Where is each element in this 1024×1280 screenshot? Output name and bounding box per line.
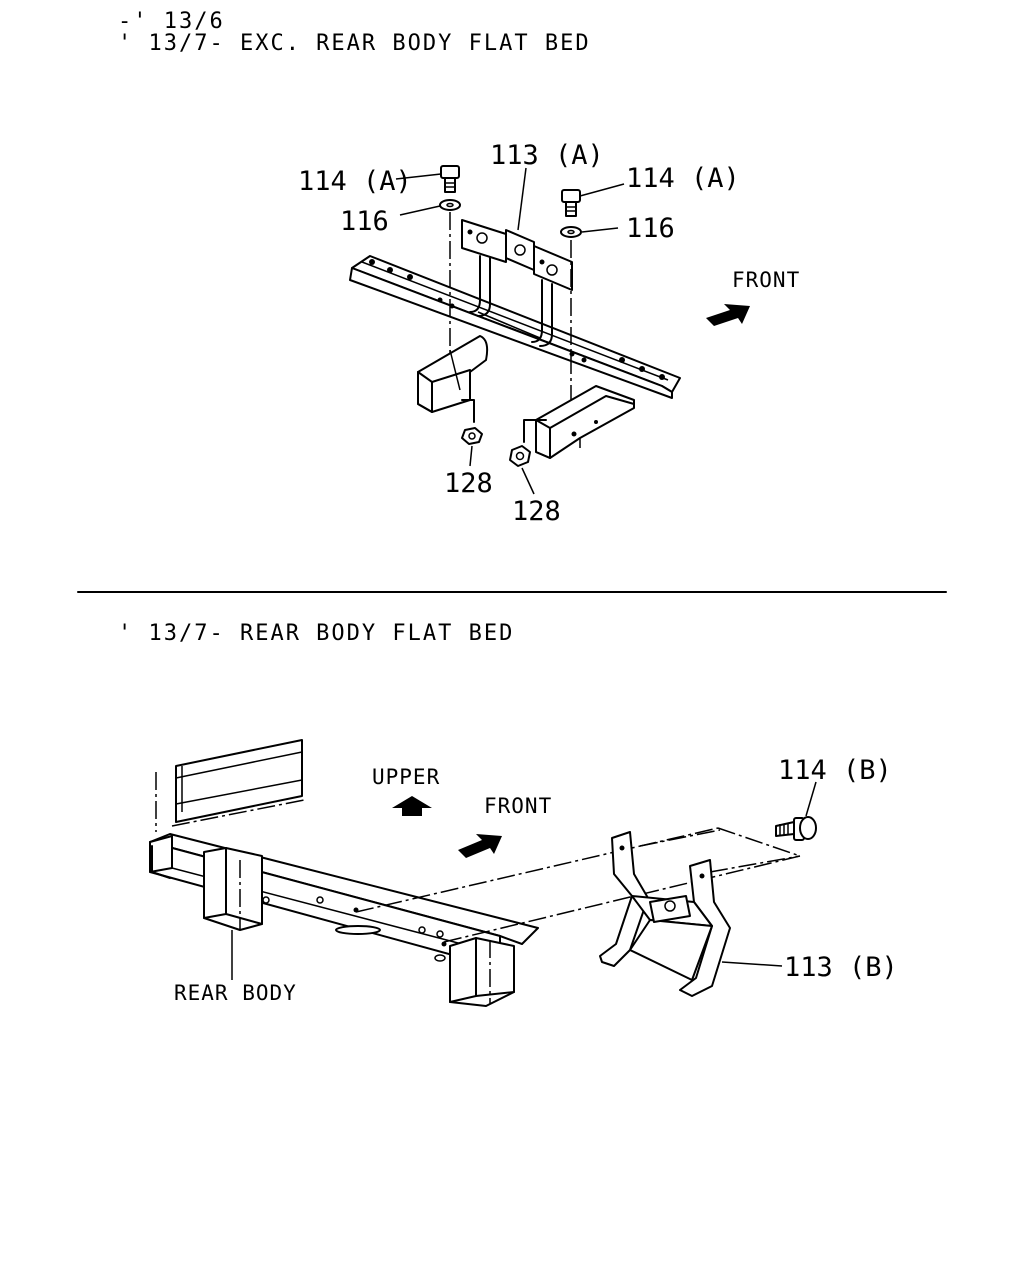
frame-bracket-left bbox=[417, 335, 489, 423]
bolt-114b-icon bbox=[775, 816, 817, 841]
label-rear-body: REAR BODY bbox=[174, 981, 297, 1005]
nut-128-right-icon bbox=[509, 445, 531, 467]
label-upper: UPPER bbox=[372, 765, 440, 789]
header-top-line2: ' 13/7- EXC. REAR BODY FLAT BED bbox=[118, 31, 591, 56]
bracket-113a bbox=[461, 219, 573, 347]
header-bottom: ' 13/7- REAR BODY FLAT BED bbox=[118, 621, 514, 646]
upper-direction-arrow-icon bbox=[392, 796, 432, 816]
frame-bracket-right bbox=[523, 385, 635, 459]
label-113a: 113 (A) bbox=[490, 140, 604, 171]
label-114a-right: 114 (A) bbox=[626, 163, 740, 194]
bolt-114a-left-icon bbox=[440, 165, 460, 193]
label-front-top: FRONT bbox=[732, 268, 800, 292]
cross-member-right bbox=[449, 937, 515, 1007]
label-116-left: 116 bbox=[340, 206, 389, 237]
bottom-assembly-diagram: UPPER FRONT 114 (B) 113 (B) REAR BODY bbox=[149, 739, 898, 1007]
front-direction-arrow-bottom-icon bbox=[458, 834, 502, 858]
label-114b: 114 (B) bbox=[778, 755, 892, 786]
label-116-right: 116 bbox=[626, 213, 675, 244]
header-top-line1: -' 13/6 bbox=[118, 9, 225, 34]
bracket-113b bbox=[599, 831, 731, 997]
label-114a-left: 114 (A) bbox=[298, 166, 412, 197]
cross-rail bbox=[349, 255, 681, 399]
label-front-bottom: FRONT bbox=[484, 794, 552, 818]
washer-116-left-icon bbox=[439, 199, 461, 211]
label-128-left: 128 bbox=[444, 468, 493, 499]
rear-body-panel bbox=[155, 739, 305, 832]
bolt-114a-right-icon bbox=[561, 189, 581, 217]
cross-member-left bbox=[203, 847, 263, 931]
label-128-right: 128 bbox=[512, 496, 561, 527]
front-direction-arrow-icon bbox=[706, 304, 750, 326]
washer-116-right-icon bbox=[560, 226, 582, 238]
top-assembly-diagram: 114 (A) 113 (A) 114 (A) 116 116 FRONT 12… bbox=[298, 140, 800, 527]
nut-128-left-icon bbox=[461, 427, 483, 445]
label-113b: 113 (B) bbox=[784, 952, 898, 983]
